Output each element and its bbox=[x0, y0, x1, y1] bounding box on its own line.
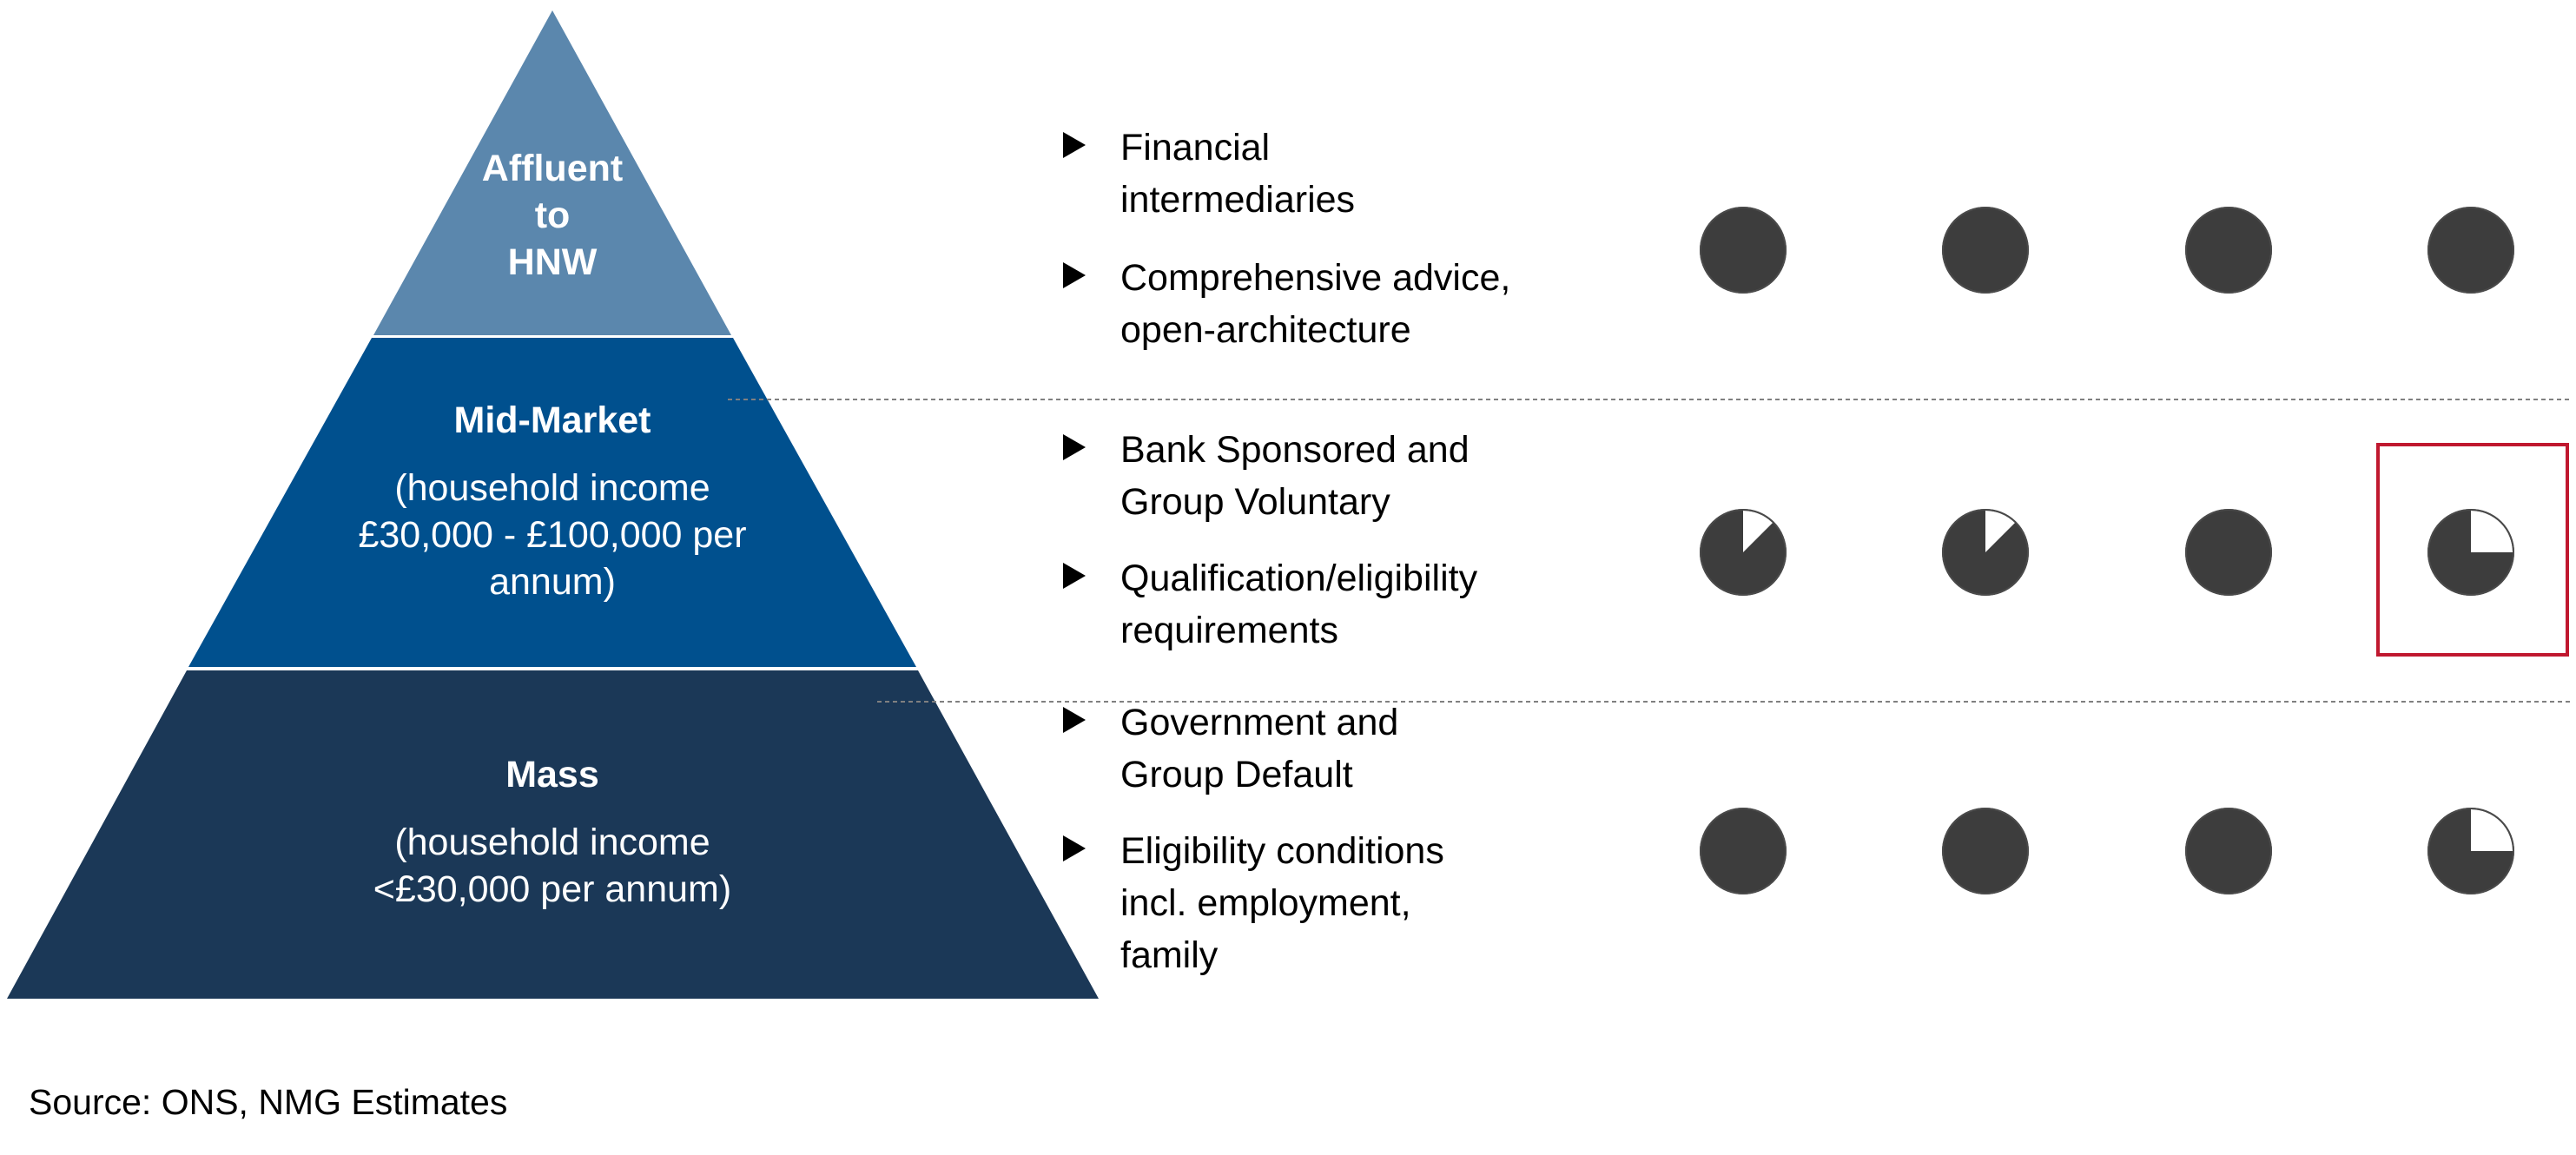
tier-1-subtitle-line: (household income bbox=[394, 467, 710, 509]
tier-2-subtitle-line: (household income bbox=[394, 822, 710, 863]
bullet-arrow-icon bbox=[1063, 434, 1086, 460]
bullet-line: Group Default bbox=[1120, 754, 1353, 795]
harvey-ball-icon bbox=[1700, 808, 1787, 894]
bullet-arrow-icon bbox=[1063, 563, 1086, 589]
bullet-arrow-icon bbox=[1063, 707, 1086, 733]
harvey-ball-icon bbox=[2185, 207, 2272, 294]
bullet-line: Group Voluntary bbox=[1120, 481, 1390, 523]
tier-1-subtitle-line: £30,000 - £100,000 per bbox=[358, 514, 746, 556]
tier-0-title-line: to bbox=[535, 195, 571, 236]
harvey-ball-icon bbox=[2427, 509, 2514, 596]
tier-2-title-line: Mass bbox=[505, 754, 599, 795]
tier-1-title-line: Mid-Market bbox=[454, 399, 651, 441]
tier-2-subtitle-line: <£30,000 per annum) bbox=[373, 868, 731, 910]
harvey-ball-grid bbox=[1700, 207, 2514, 894]
bullet-arrow-icon bbox=[1063, 835, 1086, 861]
bullet-line: Financial bbox=[1120, 127, 1270, 168]
bullet-line: Government and bbox=[1120, 702, 1398, 743]
tier-1-subtitle-line: annum) bbox=[489, 561, 616, 603]
harvey-ball-icon bbox=[1942, 808, 2029, 894]
bullet-line: incl. employment, bbox=[1120, 882, 1411, 924]
highlight-box bbox=[2376, 443, 2569, 657]
bullet-line: Eligibility conditions bbox=[1120, 830, 1444, 872]
harvey-ball-icon bbox=[1700, 207, 1787, 294]
harvey-ball-icon bbox=[1942, 509, 2029, 596]
bullet-line: open-architecture bbox=[1120, 309, 1411, 351]
harvey-ball-icon bbox=[1942, 207, 2029, 294]
tier-0-title-line: Affluent bbox=[482, 148, 623, 189]
pyramid-tier-mid-market bbox=[188, 338, 916, 667]
tier-0-title-line: HNW bbox=[508, 241, 598, 283]
bullet-line: requirements bbox=[1120, 610, 1338, 651]
bullet-arrow-icon bbox=[1063, 262, 1086, 288]
pyramid-tier-mass bbox=[7, 670, 1099, 999]
harvey-ball-icon bbox=[2185, 509, 2272, 596]
source-note: Source: ONS, NMG Estimates bbox=[29, 1082, 507, 1122]
bullet-line: intermediaries bbox=[1120, 179, 1355, 221]
bullet-line: Comprehensive advice, bbox=[1120, 257, 1510, 299]
bullet-line: Bank Sponsored and bbox=[1120, 429, 1470, 471]
pyramid-tier-affluent bbox=[373, 10, 731, 335]
harvey-ball-icon bbox=[1700, 509, 1787, 596]
bullet-line: family bbox=[1120, 934, 1219, 976]
harvey-ball-icon bbox=[2427, 207, 2514, 294]
bullet-line: Qualification/eligibility bbox=[1120, 558, 1478, 599]
bullet-arrow-icon bbox=[1063, 132, 1086, 158]
harvey-ball-icon bbox=[2427, 808, 2514, 894]
harvey-ball-icon bbox=[2185, 808, 2272, 894]
